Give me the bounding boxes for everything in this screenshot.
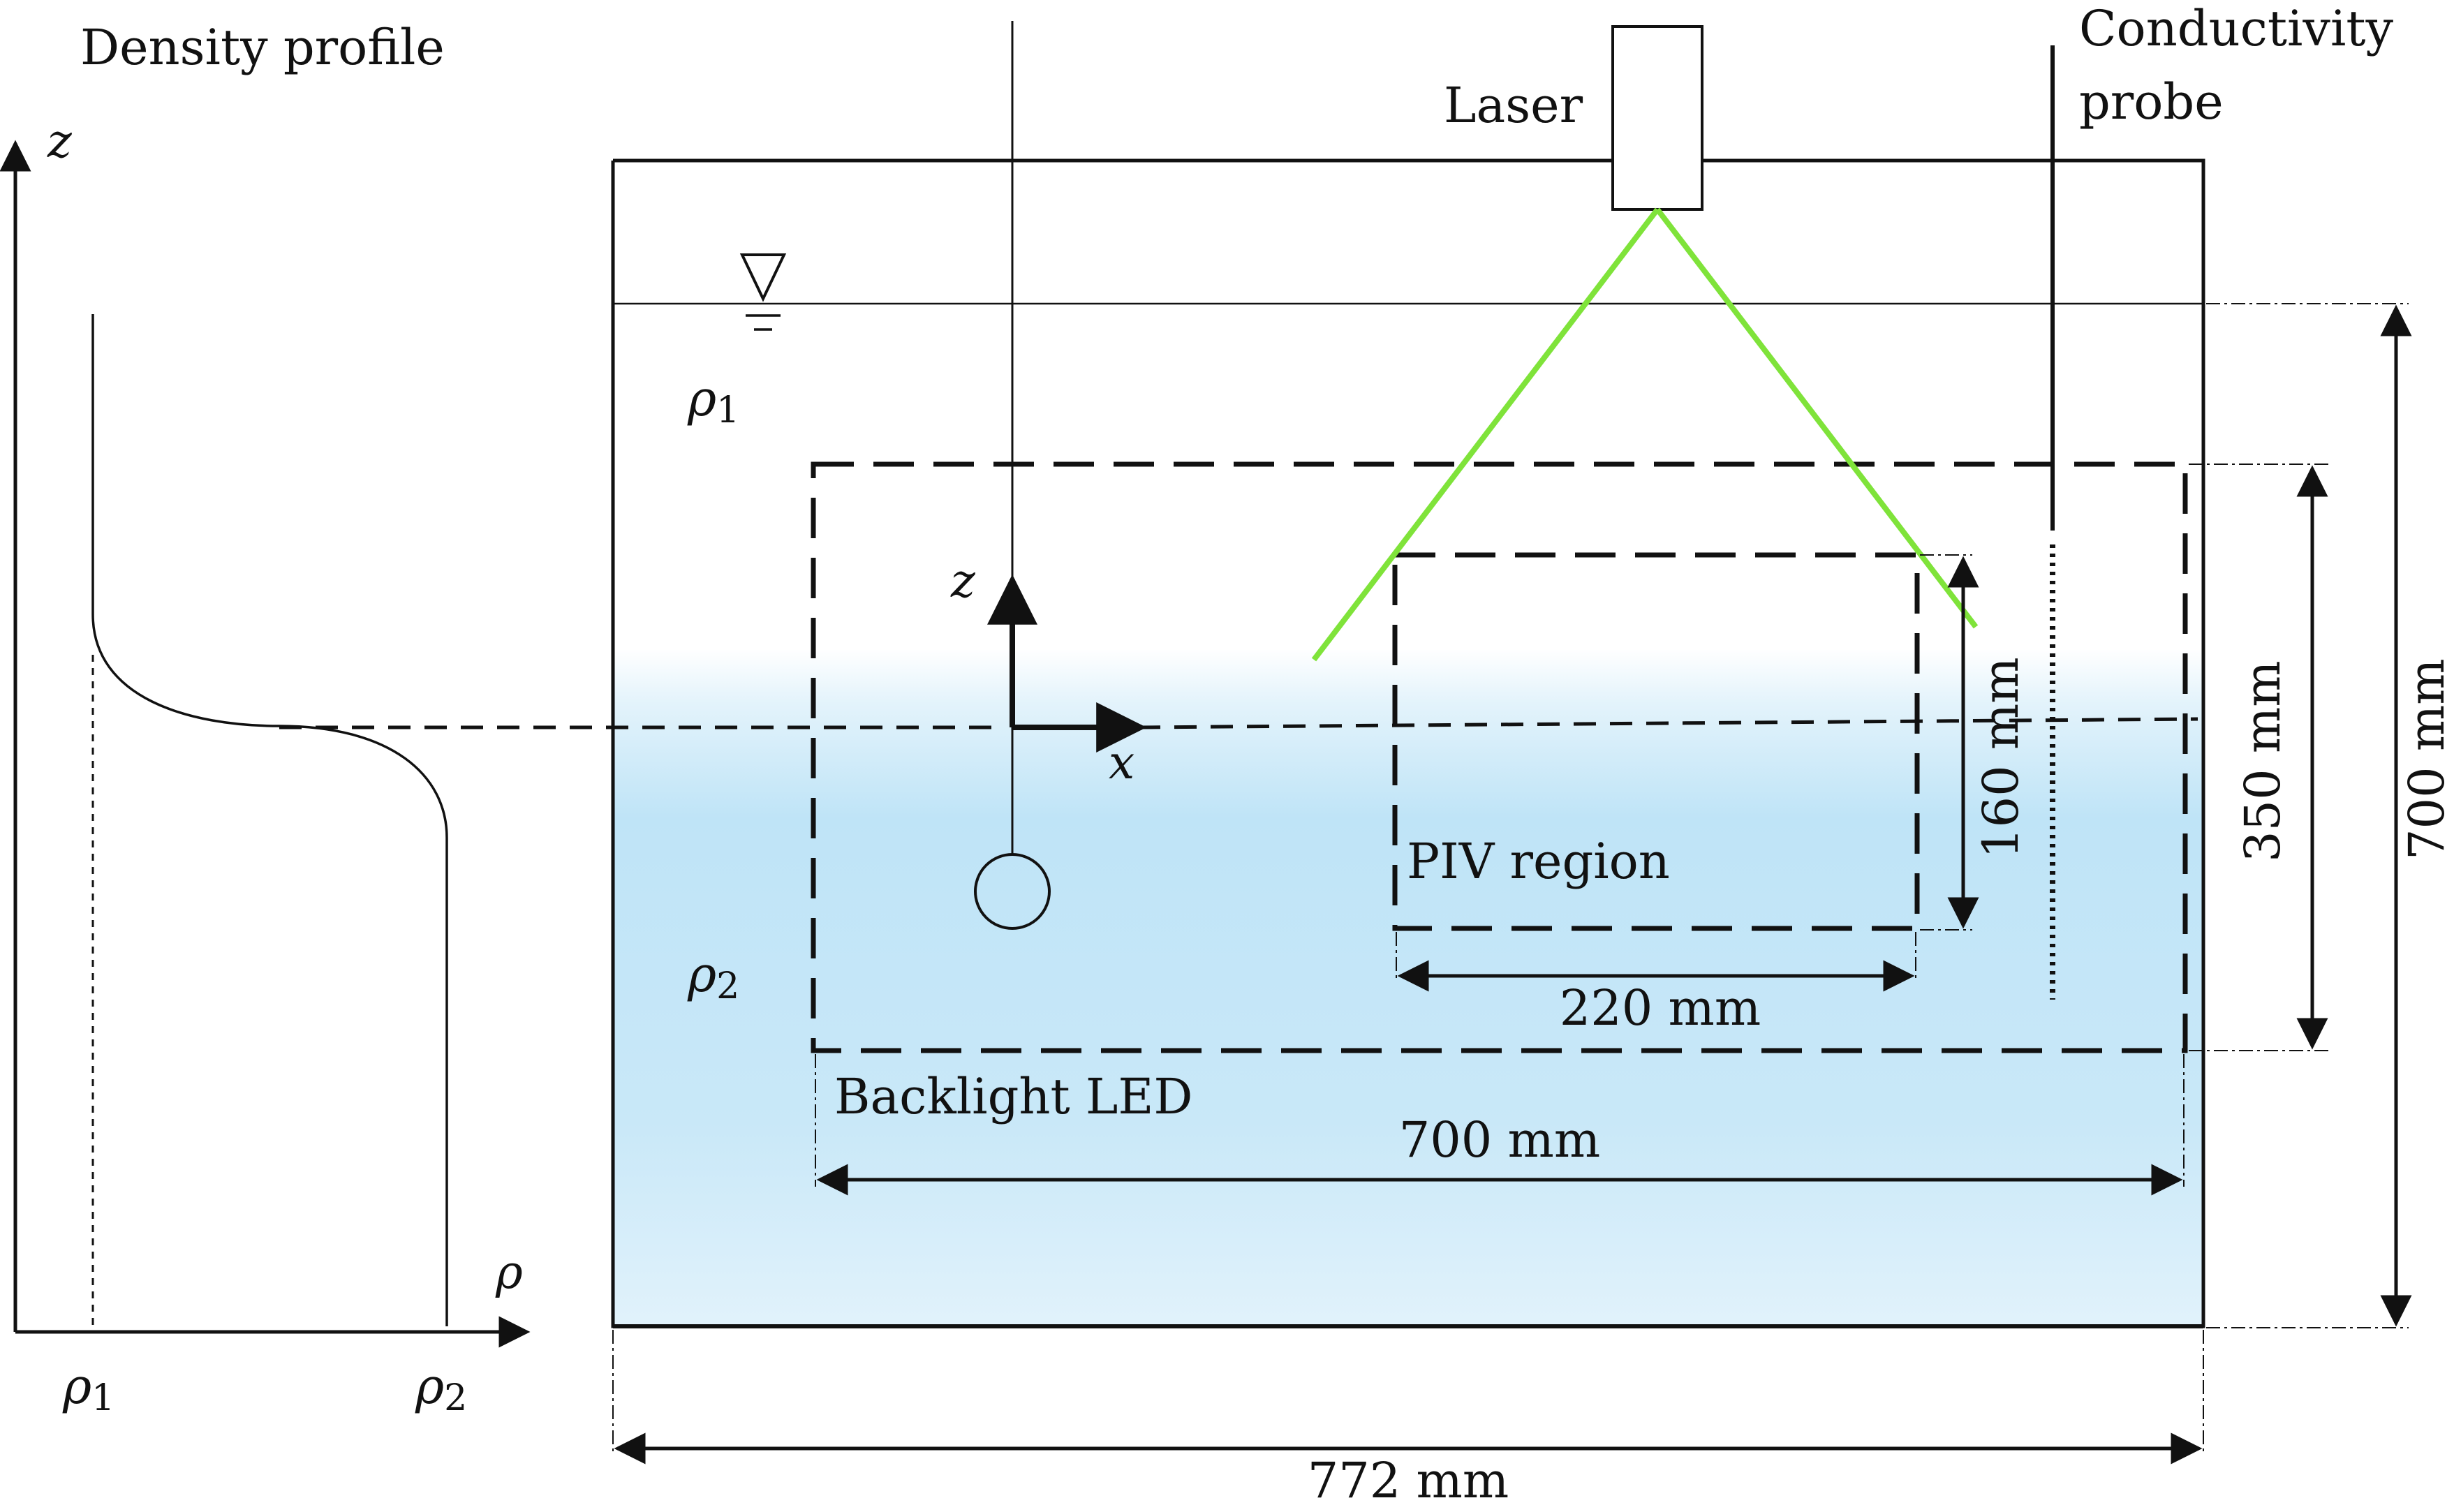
- local-x-label: x: [1109, 736, 1134, 790]
- tank-width-label: 772 mm: [1308, 1452, 1509, 1509]
- piv-region: [1392, 552, 1920, 931]
- density-profile-panel: Density profile z ρ ρ1 ρ2: [0, 19, 531, 1419]
- rho-axis-label: ρ: [495, 1245, 523, 1299]
- local-z-label: z: [950, 554, 976, 608]
- probe-label-line2: probe: [2079, 73, 2224, 131]
- rho1-tick-label: ρ1: [62, 1358, 114, 1419]
- tank-rho1-label: ρ1: [687, 370, 739, 431]
- sphere: [974, 853, 1051, 930]
- laser-label: Laser: [1444, 77, 1583, 134]
- depth-label: 700 mm: [2398, 658, 2454, 860]
- pycnocline-line-right: [1137, 717, 2198, 729]
- backlight-width-label: 700 mm: [1399, 1111, 1601, 1169]
- piv-region-label: PIV region: [1407, 833, 1670, 890]
- backlight-height-label: 350 mm: [2234, 660, 2291, 862]
- rho2-tick-label: ρ2: [415, 1358, 467, 1419]
- free-surface-icon: [739, 253, 787, 331]
- tank-rho2-label: ρ2: [687, 946, 739, 1007]
- laser-beam-left: [1311, 207, 1660, 662]
- laser-icon: [1611, 25, 1703, 211]
- backlight-led-label: Backlight LED: [834, 1068, 1193, 1125]
- piv-width-label: 220 mm: [1560, 979, 1761, 1037]
- tank: ρ1 ρ2 Backlight LED PIV region z x Laser…: [279, 0, 2393, 1328]
- backlight-led-region: [811, 461, 2188, 1053]
- dimension-annotations: [612, 303, 2412, 1465]
- probe-label-line1: Conductivity: [2079, 0, 2393, 57]
- density-profile-title: Density profile: [80, 19, 445, 76]
- z-axis-label: z: [47, 114, 73, 168]
- piv-height-label: 160 mm: [1972, 657, 2030, 859]
- dimension-labels: 772 mm 700 mm 220 mm 160 mm 350 mm 700 m…: [1308, 657, 2454, 1509]
- laser-beam-right: [1655, 207, 1979, 629]
- density-profile-curve: [91, 314, 448, 1326]
